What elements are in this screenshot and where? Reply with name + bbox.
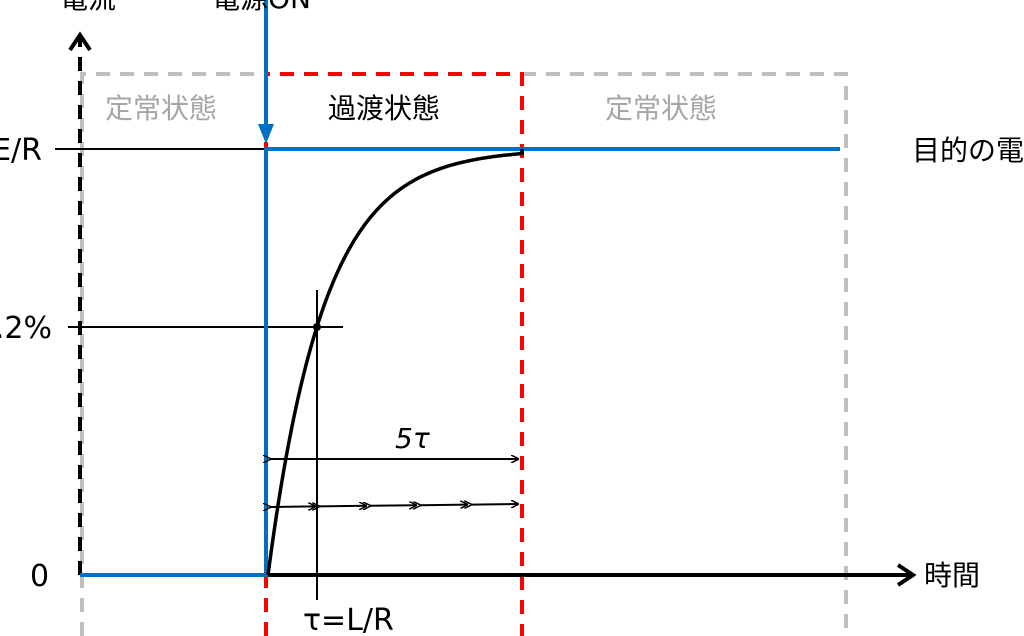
- x-axis-arrow-icon: [896, 563, 917, 587]
- target-current-line: [80, 147, 840, 577]
- steady-right-label: 定常状態: [605, 92, 717, 125]
- power-on-label: 電源ON: [212, 0, 311, 15]
- five-tau-label: 5τ: [395, 422, 430, 455]
- current-response-curve: [266, 149, 524, 576]
- tau-interval-arrow: [370, 505, 416, 506]
- tau-interval-arrows: [270, 504, 518, 507]
- tau-level-label: 63.2%: [0, 311, 52, 346]
- tau-interval-arrow: [420, 505, 467, 506]
- tau-interval-arrow: [471, 504, 518, 505]
- power-on-arrow-head-icon: [258, 124, 274, 144]
- y-axis-label: 電流: [60, 0, 116, 15]
- steady-left-label: 定常状態: [105, 92, 217, 125]
- origin-label: 0: [30, 559, 49, 594]
- tau-interval-arrow: [319, 506, 366, 507]
- tau-point: [313, 323, 321, 331]
- y-axis-arrow-icon: [68, 31, 92, 52]
- transient-label: 過渡状態: [328, 92, 440, 125]
- x-axis-label: 時間: [924, 559, 980, 592]
- final-value-label: E/R: [0, 133, 42, 168]
- target-current-label: 目的の電流: [912, 134, 1024, 167]
- tau-definition-label: τ=L/R: [303, 603, 394, 636]
- steady-left-box: [80, 72, 266, 636]
- tau-interval-arrow: [270, 506, 315, 507]
- steady-right-box: [522, 72, 848, 636]
